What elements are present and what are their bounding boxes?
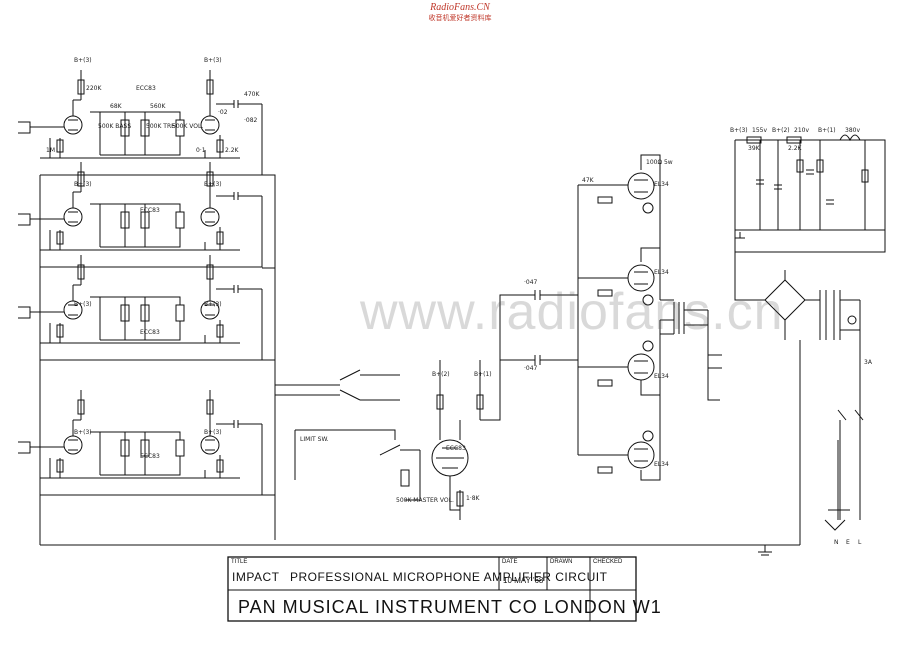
mains-n-label: N <box>834 539 839 546</box>
title-text: PROFESSIONAL MICROPHONE AMPLIFIER CIRCUI… <box>290 570 608 584</box>
el34-label: EL34 <box>654 269 669 276</box>
resistor-label: 2.2K <box>788 145 802 152</box>
ps-node-label: B+(1) <box>818 127 836 134</box>
watermark: www.radiofans.cn <box>360 283 784 341</box>
ps-volt-label: 210v <box>794 127 810 134</box>
title-label: TITLE <box>231 559 248 565</box>
master-volume-label: 500K MASTER VOL. <box>396 497 454 504</box>
mains-l-label: L <box>858 539 862 546</box>
treble-pot-label: 500K TRE. <box>146 123 177 130</box>
resistor-label: 68K <box>110 103 122 110</box>
bplus-label: B+(3) <box>74 57 92 64</box>
resistor-label: 560K <box>150 103 166 110</box>
resistor-label: 220K <box>86 85 102 92</box>
ps-volt-label: 380v <box>845 127 861 134</box>
valve-label: ECC83 <box>140 207 160 214</box>
resistor-label: 47K <box>582 177 594 184</box>
el34-label: EL34 <box>654 181 669 188</box>
volume-pot-label: 500K VOL. <box>172 123 204 130</box>
resistor-label: 2.2K <box>225 147 239 154</box>
resistor-label: 1M <box>46 147 55 154</box>
company-name: PAN MUSICAL INSTRUMENT CO LONDON W1 <box>238 597 662 617</box>
mains-switch-label: 3A <box>864 359 872 366</box>
bplus-label: B+(3) <box>74 429 92 436</box>
drawn-label: DRAWN <box>550 559 573 565</box>
preamp-channel-3 <box>17 254 263 361</box>
capacitor-label: ·02 <box>218 109 228 116</box>
resistor-label: 100Ω 5w <box>646 159 673 166</box>
bplus-label: B+(3) <box>204 429 222 436</box>
checked-label: CHECKED <box>593 559 623 565</box>
capacitor-label: ·047 <box>524 279 538 286</box>
date-label: DATE <box>502 559 518 565</box>
valve-label: ECC83 <box>140 453 160 460</box>
bass-pot-label: 500K BASS <box>98 123 132 130</box>
preamp-channel-2 <box>17 161 263 268</box>
resistor-label: 470K <box>244 91 260 98</box>
ps-volt-label: 155v <box>752 127 768 134</box>
valve-label: ECC83 <box>140 329 160 336</box>
bplus1-label: B+(1) <box>474 371 492 378</box>
el34-label: EL34 <box>654 373 669 380</box>
bplus-label: B+(3) <box>204 181 222 188</box>
date-value: 10 MAY '68 <box>503 576 544 585</box>
ps-node-label: B+(2) <box>772 127 790 134</box>
site-header[interactable]: RadioFans.CN <box>430 2 490 13</box>
bplus-label: B+(3) <box>74 301 92 308</box>
resistor-label: 1·8K <box>466 495 480 502</box>
valve-label: ECC83 <box>136 85 156 92</box>
capacitor-label: ·047 <box>524 365 538 372</box>
mixer-valve-label: ECC83 <box>446 445 466 452</box>
capacitor-label: 0·1 <box>196 147 206 154</box>
el34-label: EL34 <box>654 461 669 468</box>
title-block <box>227 556 637 622</box>
capacitor-label: ·082 <box>244 117 258 124</box>
site-subtitle: 收音机爱好者资料库 <box>428 14 492 22</box>
title-word: IMPACT <box>232 570 280 584</box>
mains-e-label: E <box>846 539 850 546</box>
resistor-label: 39K <box>748 145 760 152</box>
ps-node-label: B+(3) <box>730 127 748 134</box>
bplus-label: B+(3) <box>74 181 92 188</box>
bplus-label: B+(3) <box>204 301 222 308</box>
bplus-label: B+(3) <box>204 57 222 64</box>
bplus2-label: B+(2) <box>432 371 450 378</box>
preamp-channel-4 <box>17 389 263 496</box>
limit-switch-label: LIMIT SW. <box>300 436 329 443</box>
